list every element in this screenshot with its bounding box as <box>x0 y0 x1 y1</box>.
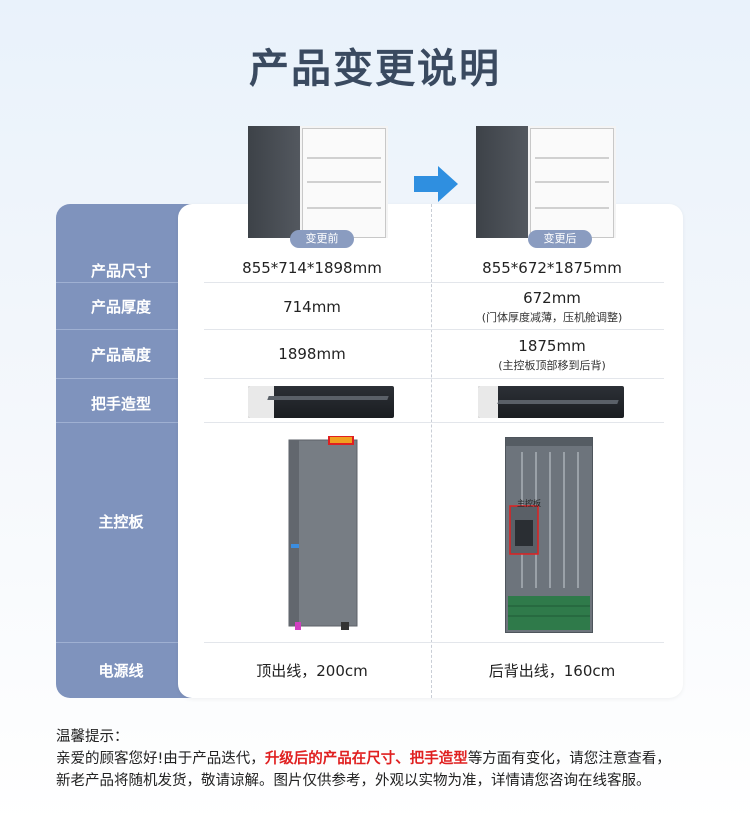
after-power-cord: 后背出线，160cm <box>488 662 616 680</box>
row-divider <box>56 282 236 283</box>
handle-bar <box>497 400 619 404</box>
row-divider <box>204 378 664 379</box>
row-label-height: 产品高度 <box>90 346 151 364</box>
handle-highlight <box>248 386 274 418</box>
after-handle-image <box>478 386 624 418</box>
tips-heading: 温馨提示： <box>56 729 129 745</box>
badge-before: 变更前 <box>290 230 354 248</box>
after-fridge-image <box>476 126 616 238</box>
before-power-cord: 顶出线，200cm <box>256 662 368 680</box>
before-handle-image <box>248 386 394 418</box>
after-thickness-note: (门体厚度减薄，压机舱调整) <box>481 311 623 324</box>
row-divider <box>56 378 236 379</box>
before-height: 1898mm <box>278 345 346 363</box>
row-divider <box>56 642 236 643</box>
row-divider <box>204 329 664 330</box>
arrow-right-icon <box>414 166 458 202</box>
after-height-cell: 1875mm (主控板顶部移到后背) <box>432 337 672 373</box>
shelf <box>307 157 381 159</box>
before-mainboard-image <box>288 436 358 630</box>
row-label-power: 电源线 <box>98 662 144 680</box>
badge-after: 变更后 <box>528 230 592 248</box>
handle-highlight <box>478 386 498 418</box>
tips-text: 等方面有变化，请您注意查看， <box>467 751 671 767</box>
tips-line-1: 亲爱的顾客您好!由于产品迭代，升级后的产品在尺寸、把手造型等方面有变化，请您注意… <box>56 748 716 770</box>
shelf <box>307 207 381 209</box>
fridge-interior <box>530 128 614 238</box>
after-thickness-cell: 672mm (门体厚度减薄，压机舱调整) <box>432 289 672 325</box>
mainboard-tag: 主控板 <box>517 499 541 508</box>
row-divider <box>204 642 664 643</box>
row-label-thickness: 产品厚度 <box>90 298 151 316</box>
fridge-interior <box>302 128 386 238</box>
after-height-note: (主控板顶部移到后背) <box>498 359 606 372</box>
row-divider <box>56 329 236 330</box>
after-size: 855*672*1875mm <box>482 259 622 277</box>
before-fridge-image <box>248 126 388 238</box>
row-label-mainboard: 主控板 <box>98 513 144 531</box>
shelf <box>535 207 609 209</box>
row-label-size: 产品尺寸 <box>90 262 151 280</box>
row-divider <box>204 282 664 283</box>
before-thickness: 714mm <box>283 298 341 316</box>
page-title: 产品变更说明 <box>249 46 501 92</box>
shelf <box>307 181 381 183</box>
tips-line-2: 新老产品将随机发货，敬请谅解。图片仅供参考，外观以实物为准，详情请您咨询在线客服… <box>56 773 651 789</box>
row-divider <box>204 422 664 423</box>
handle-bar <box>267 396 389 400</box>
after-mainboard-image <box>505 437 593 633</box>
fridge-door <box>476 126 528 238</box>
shelf <box>535 181 609 183</box>
row-divider <box>56 422 236 423</box>
after-thickness: 672mm <box>523 289 581 307</box>
after-height: 1875mm <box>518 337 586 355</box>
comparison-card: 855*714*1898mm 855*672*1875mm 714mm 672m… <box>178 204 683 698</box>
column-divider <box>431 204 432 698</box>
shelf <box>535 157 609 159</box>
warm-tips: 温馨提示： 亲爱的顾客您好!由于产品迭代，升级后的产品在尺寸、把手造型等方面有变… <box>56 726 716 792</box>
before-size: 855*714*1898mm <box>242 259 382 277</box>
row-label-handle: 把手造型 <box>90 395 151 413</box>
tips-text: 亲爱的顾客您好!由于产品迭代， <box>56 751 265 767</box>
tips-highlight: 升级后的产品在尺寸、把手造型 <box>264 751 468 767</box>
fridge-door <box>248 126 300 238</box>
